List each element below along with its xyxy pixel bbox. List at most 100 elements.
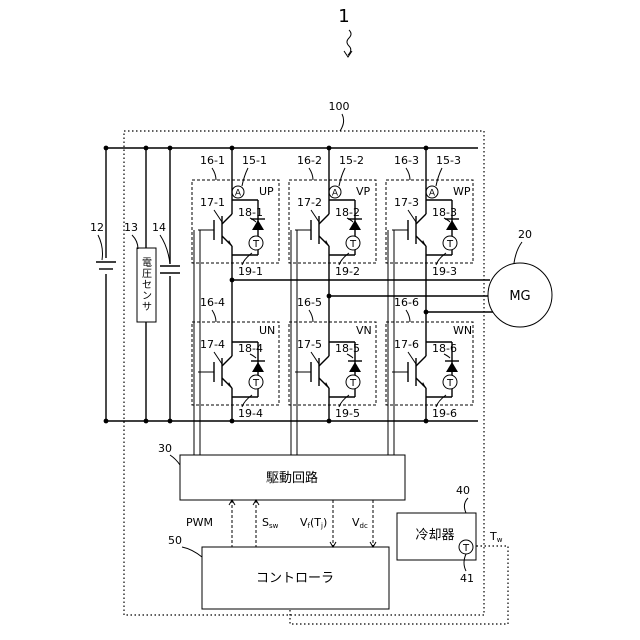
controller-ref: 50 [168,534,182,547]
junction-dot [424,310,429,315]
signal-ssw: Ssw [262,516,279,530]
igbt-collector [416,214,426,224]
upper-arm-up: 16-1UPT17-118-119-1A15-1 [192,146,279,278]
module-ref: 16-3 [394,154,419,167]
igbt-arrow [325,382,329,388]
lower-arm-vn: 16-5VNT17-518-519-5 [289,296,376,423]
junction-dot [327,294,332,299]
current-sensor-ref: 15-1 [242,154,267,167]
module-ref: 16-4 [200,296,225,309]
temp-sensor-symbol: T [252,378,260,389]
diode-ref: 18-3 [432,206,457,219]
upper-arm-vp: 16-2VPT17-218-219-2A15-2 [289,146,376,278]
current-sensor-symbol: A [235,189,242,199]
motor-ref: 20 [518,228,532,241]
system-ref: 1 [338,6,349,27]
temp-ref: 19-4 [238,407,263,420]
igbt-ref: 17-6 [394,338,419,351]
lower-arm-un: 16-4UNT17-418-419-4 [192,296,279,423]
phase-output-wires [232,280,493,312]
diode-icon [349,362,361,372]
motor-label: MG [509,289,530,304]
temp-sensor-symbol: T [446,239,454,250]
igbt-collector [416,356,426,366]
current-sensor-ref-leader [339,168,345,186]
battery [96,258,116,274]
signal-tw: Tw [489,530,503,544]
temp-sensor-symbol: T [446,378,454,389]
junction-dot [104,146,109,151]
junction-dot [424,419,429,424]
diode-icon [252,362,264,372]
temp-ref: 19-3 [432,265,457,278]
module-ref-leader [212,168,216,180]
cooler-ref: 40 [456,484,470,497]
diode-icon [446,220,458,230]
temp-sensor-symbol: T [349,239,357,250]
junction-dot [327,419,332,424]
phase-label: VN [356,324,372,337]
controller-label: コントローラ [256,571,334,586]
controller-ref-leader [182,547,202,557]
lower-arm-wn: 16-6WNT17-618-619-6 [386,296,473,423]
motor-ref-leader [514,242,522,263]
junction-dot [327,146,332,151]
igbt-arrow [325,240,329,246]
system-ref-arrow [344,51,352,57]
current-sensor-ref: 15-2 [339,154,364,167]
battery-ref: 12 [90,221,104,234]
module-ref: 16-6 [394,296,419,309]
driver-label: 駆動回路 [266,470,318,486]
phase-label: UN [259,324,275,337]
cooler-label: 冷却器 [415,528,454,543]
cooler-temp-symbol: T [462,543,470,554]
diode-icon [446,362,458,372]
voltage-sensor-char: 圧 [142,269,152,280]
voltage-sensor-char: セ [142,279,152,291]
igbt-ref: 17-2 [297,196,322,209]
module-ref-leader [406,310,410,322]
signal-pwm: PWM [186,516,213,529]
temp-sensor-symbol: T [252,239,260,250]
junction-dot [230,419,235,424]
module-ref: 16-2 [297,154,322,167]
igbt-ref-leader [408,352,416,364]
module-ref-leader [309,310,313,322]
diode-ref: 18-4 [238,342,263,355]
battery-ref-leader [98,235,103,260]
igbt-collector [222,214,232,224]
junction-dot [144,419,149,424]
power-modules: 16-1UPT17-118-119-1A15-116-2VPT17-218-21… [192,146,473,424]
igbt-arrow [422,382,426,388]
temp-ref: 19-6 [432,407,457,420]
junction-dot [230,146,235,151]
junction-dot [230,278,235,283]
module-ref: 16-5 [297,296,322,309]
diode-ref: 18-1 [238,206,263,219]
voltage-sensor-label: 電圧センサ [142,257,152,313]
junction-dot [168,419,173,424]
diode-icon [349,220,361,230]
junction-dot [104,419,109,424]
igbt-collector [319,356,329,366]
cooler-temp-ref: 41 [460,572,474,585]
temp-ref: 19-1 [238,265,263,278]
igbt-collector [319,214,329,224]
module-ref-leader [406,168,410,180]
igbt-ref-leader [214,352,222,364]
module-ref: 16-1 [200,154,225,167]
igbt-arrow [228,240,232,246]
diode-ref: 18-2 [335,206,360,219]
igbt-ref: 17-3 [394,196,419,209]
current-sensor-symbol: A [429,189,436,199]
phase-label: WN [453,324,472,337]
module-ref-leader [212,310,216,322]
igbt-ref-leader [408,210,416,222]
system-ref-leader [347,30,351,55]
voltage-sensor-char: ン [142,291,152,302]
phase-label: WP [453,185,471,198]
capacitor-ref: 14 [152,221,166,234]
phase-label: VP [356,185,371,198]
igbt-ref-leader [311,352,319,364]
